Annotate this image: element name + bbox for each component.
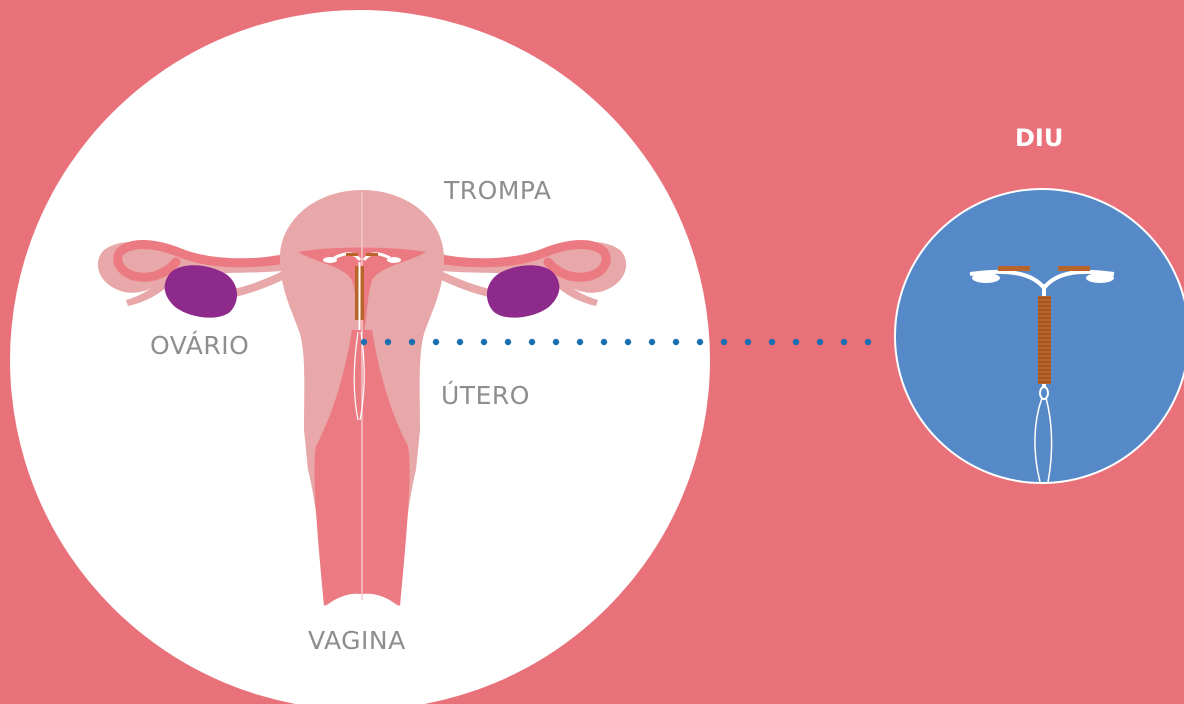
connector-dot [673, 339, 679, 345]
label-ovario: OVÁRIO [150, 331, 249, 360]
iud-left-copper [998, 266, 1030, 271]
iud-stem-copper [1038, 296, 1051, 384]
connector-dot [841, 339, 847, 345]
connector-dot [865, 339, 871, 345]
connector-dot [457, 339, 463, 345]
connector-dot [745, 339, 751, 345]
iud-right-tip [1086, 273, 1114, 283]
connector-dot [793, 339, 799, 345]
connector-dot [361, 339, 367, 345]
connector-dot [601, 339, 607, 345]
connector-dot [529, 339, 535, 345]
connector-dot [481, 339, 487, 345]
label-trompa: TROMPA [444, 176, 551, 205]
connector-dot [625, 339, 631, 345]
connector-dot [697, 339, 703, 345]
connector-dot [721, 339, 727, 345]
label-utero: ÚTERO [441, 381, 530, 410]
iud-left-tip [972, 273, 1000, 283]
connector-dot [433, 339, 439, 345]
connector-dot [385, 339, 391, 345]
label-diu: DIU [1015, 124, 1063, 152]
connector-dot [505, 339, 511, 345]
connector-dot [577, 339, 583, 345]
connector-dot [553, 339, 559, 345]
connector-dot [817, 339, 823, 345]
connector-dot [769, 339, 775, 345]
iud-right-copper [1058, 266, 1090, 271]
label-vagina: VAGINA [308, 626, 406, 655]
connector-dot [649, 339, 655, 345]
connector-dot [409, 339, 415, 345]
